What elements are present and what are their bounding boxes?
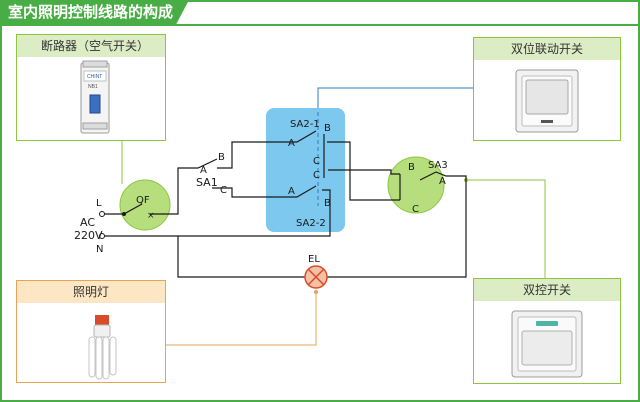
wall-switch-image (511, 310, 583, 378)
callout-dot (314, 290, 318, 294)
label-SA2-1-B: B (324, 123, 331, 134)
rocker-switch-image (515, 69, 579, 133)
breaker-brand: CHINT (87, 74, 102, 80)
label-SA1-B: B (218, 152, 225, 163)
label-SA2-2: SA2-2 (296, 218, 326, 229)
page-title: 室内照明控制线路的构成 (0, 0, 189, 25)
label-EL: EL (308, 254, 320, 265)
label-SA3-C: C (412, 204, 419, 215)
lamp-card-header: 照明灯 (17, 281, 165, 303)
label-L: L (96, 198, 102, 209)
cfl-lamp-image (88, 315, 117, 380)
label-SA2-2-A: A (288, 186, 295, 197)
lamp-card: 照明灯 (16, 280, 166, 383)
label-SA3-B: B (408, 162, 415, 173)
breaker-card-title: 断路器（空气开关） (41, 39, 150, 53)
label-SA2-1-C: C (313, 156, 320, 167)
qf-cross-mark: × (147, 211, 155, 221)
lamp-card-title: 照明灯 (72, 285, 109, 299)
two-way-switch-card-title: 双控开关 (522, 283, 571, 297)
label-SA3: SA3 (428, 160, 448, 171)
terminal-N (99, 233, 105, 239)
wires (100, 130, 467, 278)
terminal-L (99, 211, 105, 217)
label-QF: QF (136, 195, 150, 206)
label-SA1-C: C (220, 185, 227, 196)
sa3-circle (387, 156, 445, 214)
dual-switch-card-title: 双位联动开关 (510, 42, 583, 56)
dual-switch-callout-line (317, 87, 473, 112)
two-way-switch-card-header: 双控开关 (474, 279, 620, 301)
qf-circle (119, 179, 171, 231)
breaker-card: 断路器（空气开关） CHINT NB1 (16, 34, 166, 141)
label-220V: 220V (74, 229, 103, 242)
label-SA2-2-B: B (324, 198, 331, 209)
breaker-card-header: 断路器（空气开关） (17, 35, 165, 57)
label-SA1-A: A (200, 165, 207, 176)
breaker-image: CHINT NB1 (80, 60, 110, 134)
two-way-switch-card: 双控开关 (473, 278, 621, 384)
label-SA2-1-A: A (288, 138, 295, 149)
lamp-callout-line (166, 292, 317, 346)
qf-contact (122, 212, 126, 216)
breaker-model: NB1 (88, 84, 98, 90)
lamp-symbol-icon (304, 265, 328, 289)
two-way-switch-callout-line (466, 179, 546, 278)
sa2-box (266, 108, 345, 232)
label-SA3-A: A (439, 176, 446, 187)
label-SA2-2-C: C (313, 170, 320, 181)
dual-switch-card: 双位联动开关 (473, 37, 621, 141)
label-AC: AC (80, 216, 95, 229)
label-SA1: SA1 (196, 176, 218, 189)
label-SA2-1: SA2-1 (290, 119, 320, 130)
dual-switch-card-header: 双位联动开关 (474, 38, 620, 60)
label-N: N (96, 244, 103, 255)
